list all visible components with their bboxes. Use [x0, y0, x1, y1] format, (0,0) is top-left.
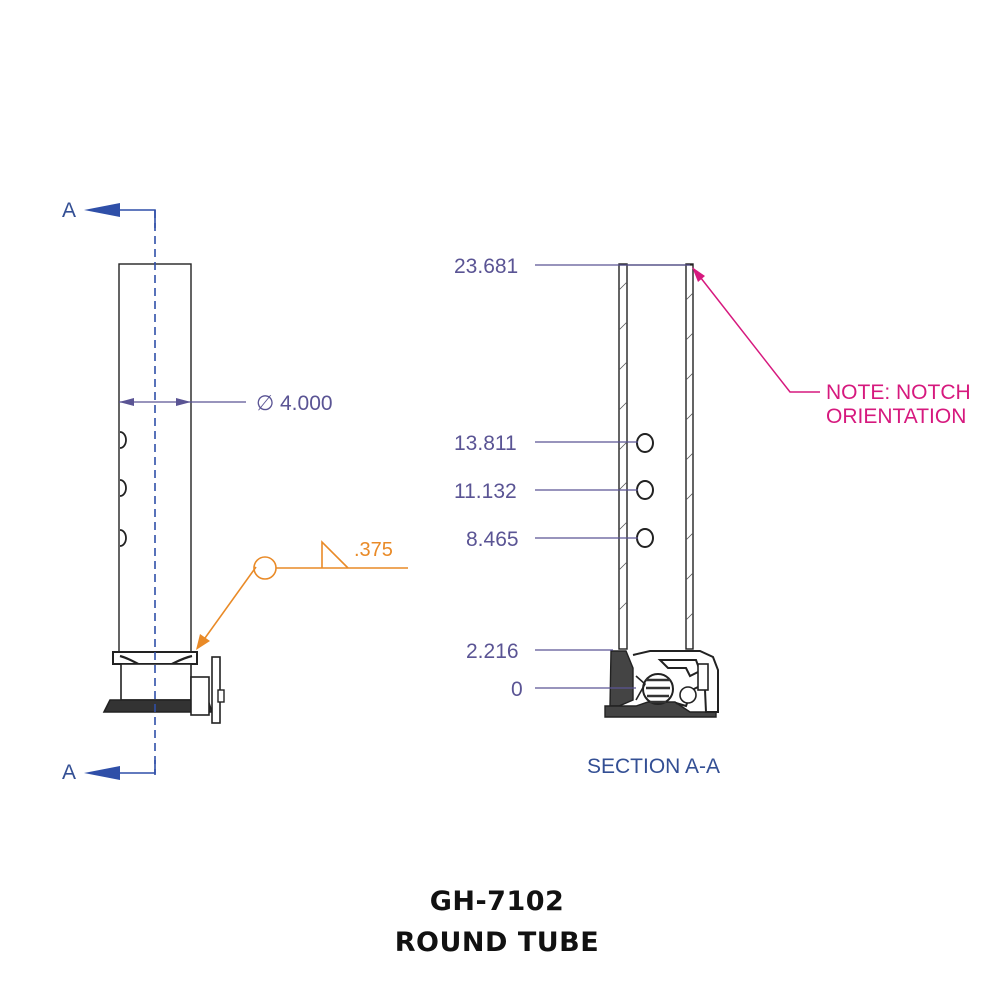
- front-view-base-body: [120, 663, 192, 701]
- weld-all-around-icon: [253, 556, 277, 580]
- note-leader-line: [696, 272, 820, 393]
- front-view-pin-cap: [217, 689, 225, 703]
- front-view-hole: [119, 529, 127, 547]
- dimension-23-681: 23.681: [454, 255, 518, 278]
- weld-arrow-icon: [196, 634, 210, 650]
- section-hatching: [618, 281, 694, 621]
- diameter-value: 4.000: [280, 392, 333, 415]
- front-view-clamp: [190, 676, 210, 716]
- section-hole: [636, 480, 654, 500]
- ordinate-leaders: [535, 264, 690, 689]
- note-line-2: ORIENTATION: [826, 405, 966, 428]
- section-label-top: A: [62, 199, 76, 222]
- part-number: GH-7102: [430, 886, 565, 917]
- dimension-11-132: 11.132: [454, 480, 517, 503]
- note-line-1: NOTE: NOTCH: [826, 381, 971, 404]
- section-view-label: SECTION A-A: [587, 755, 720, 778]
- dimension-8-465: 8.465: [466, 528, 519, 551]
- diameter-arrow-right-icon: [176, 398, 191, 406]
- dimension-0: 0: [511, 678, 523, 701]
- section-arrow-bottom-leader: [118, 760, 156, 774]
- section-view: 23.681 13.811 11.132 8.465 2.216 0 NOTE:…: [454, 255, 971, 778]
- part-name: ROUND TUBE: [395, 927, 599, 958]
- note-arrow-icon: [692, 267, 705, 282]
- weld-leader-line: [199, 566, 257, 646]
- section-arrow-top-leader: [118, 209, 156, 228]
- dimension-13-811: 13.811: [454, 432, 517, 455]
- section-hole: [636, 433, 654, 453]
- section-wall-left: [618, 263, 628, 650]
- diameter-symbol: ∅: [256, 392, 274, 415]
- diameter-arrow-left-icon: [119, 398, 134, 406]
- section-arrow-top-icon: [84, 203, 120, 217]
- front-view-hole: [119, 431, 127, 449]
- front-view: A A ∅ 4.000 .375: [62, 199, 408, 784]
- fillet-weld-icon: [321, 540, 349, 569]
- weld-size: .375: [354, 539, 393, 561]
- section-arrow-bottom-icon: [84, 766, 120, 780]
- section-label-bottom: A: [62, 761, 76, 784]
- front-view-hole: [119, 479, 127, 497]
- dimension-2-216: 2.216: [466, 640, 519, 663]
- section-hole: [636, 528, 654, 548]
- section-base-assembly: [604, 650, 719, 718]
